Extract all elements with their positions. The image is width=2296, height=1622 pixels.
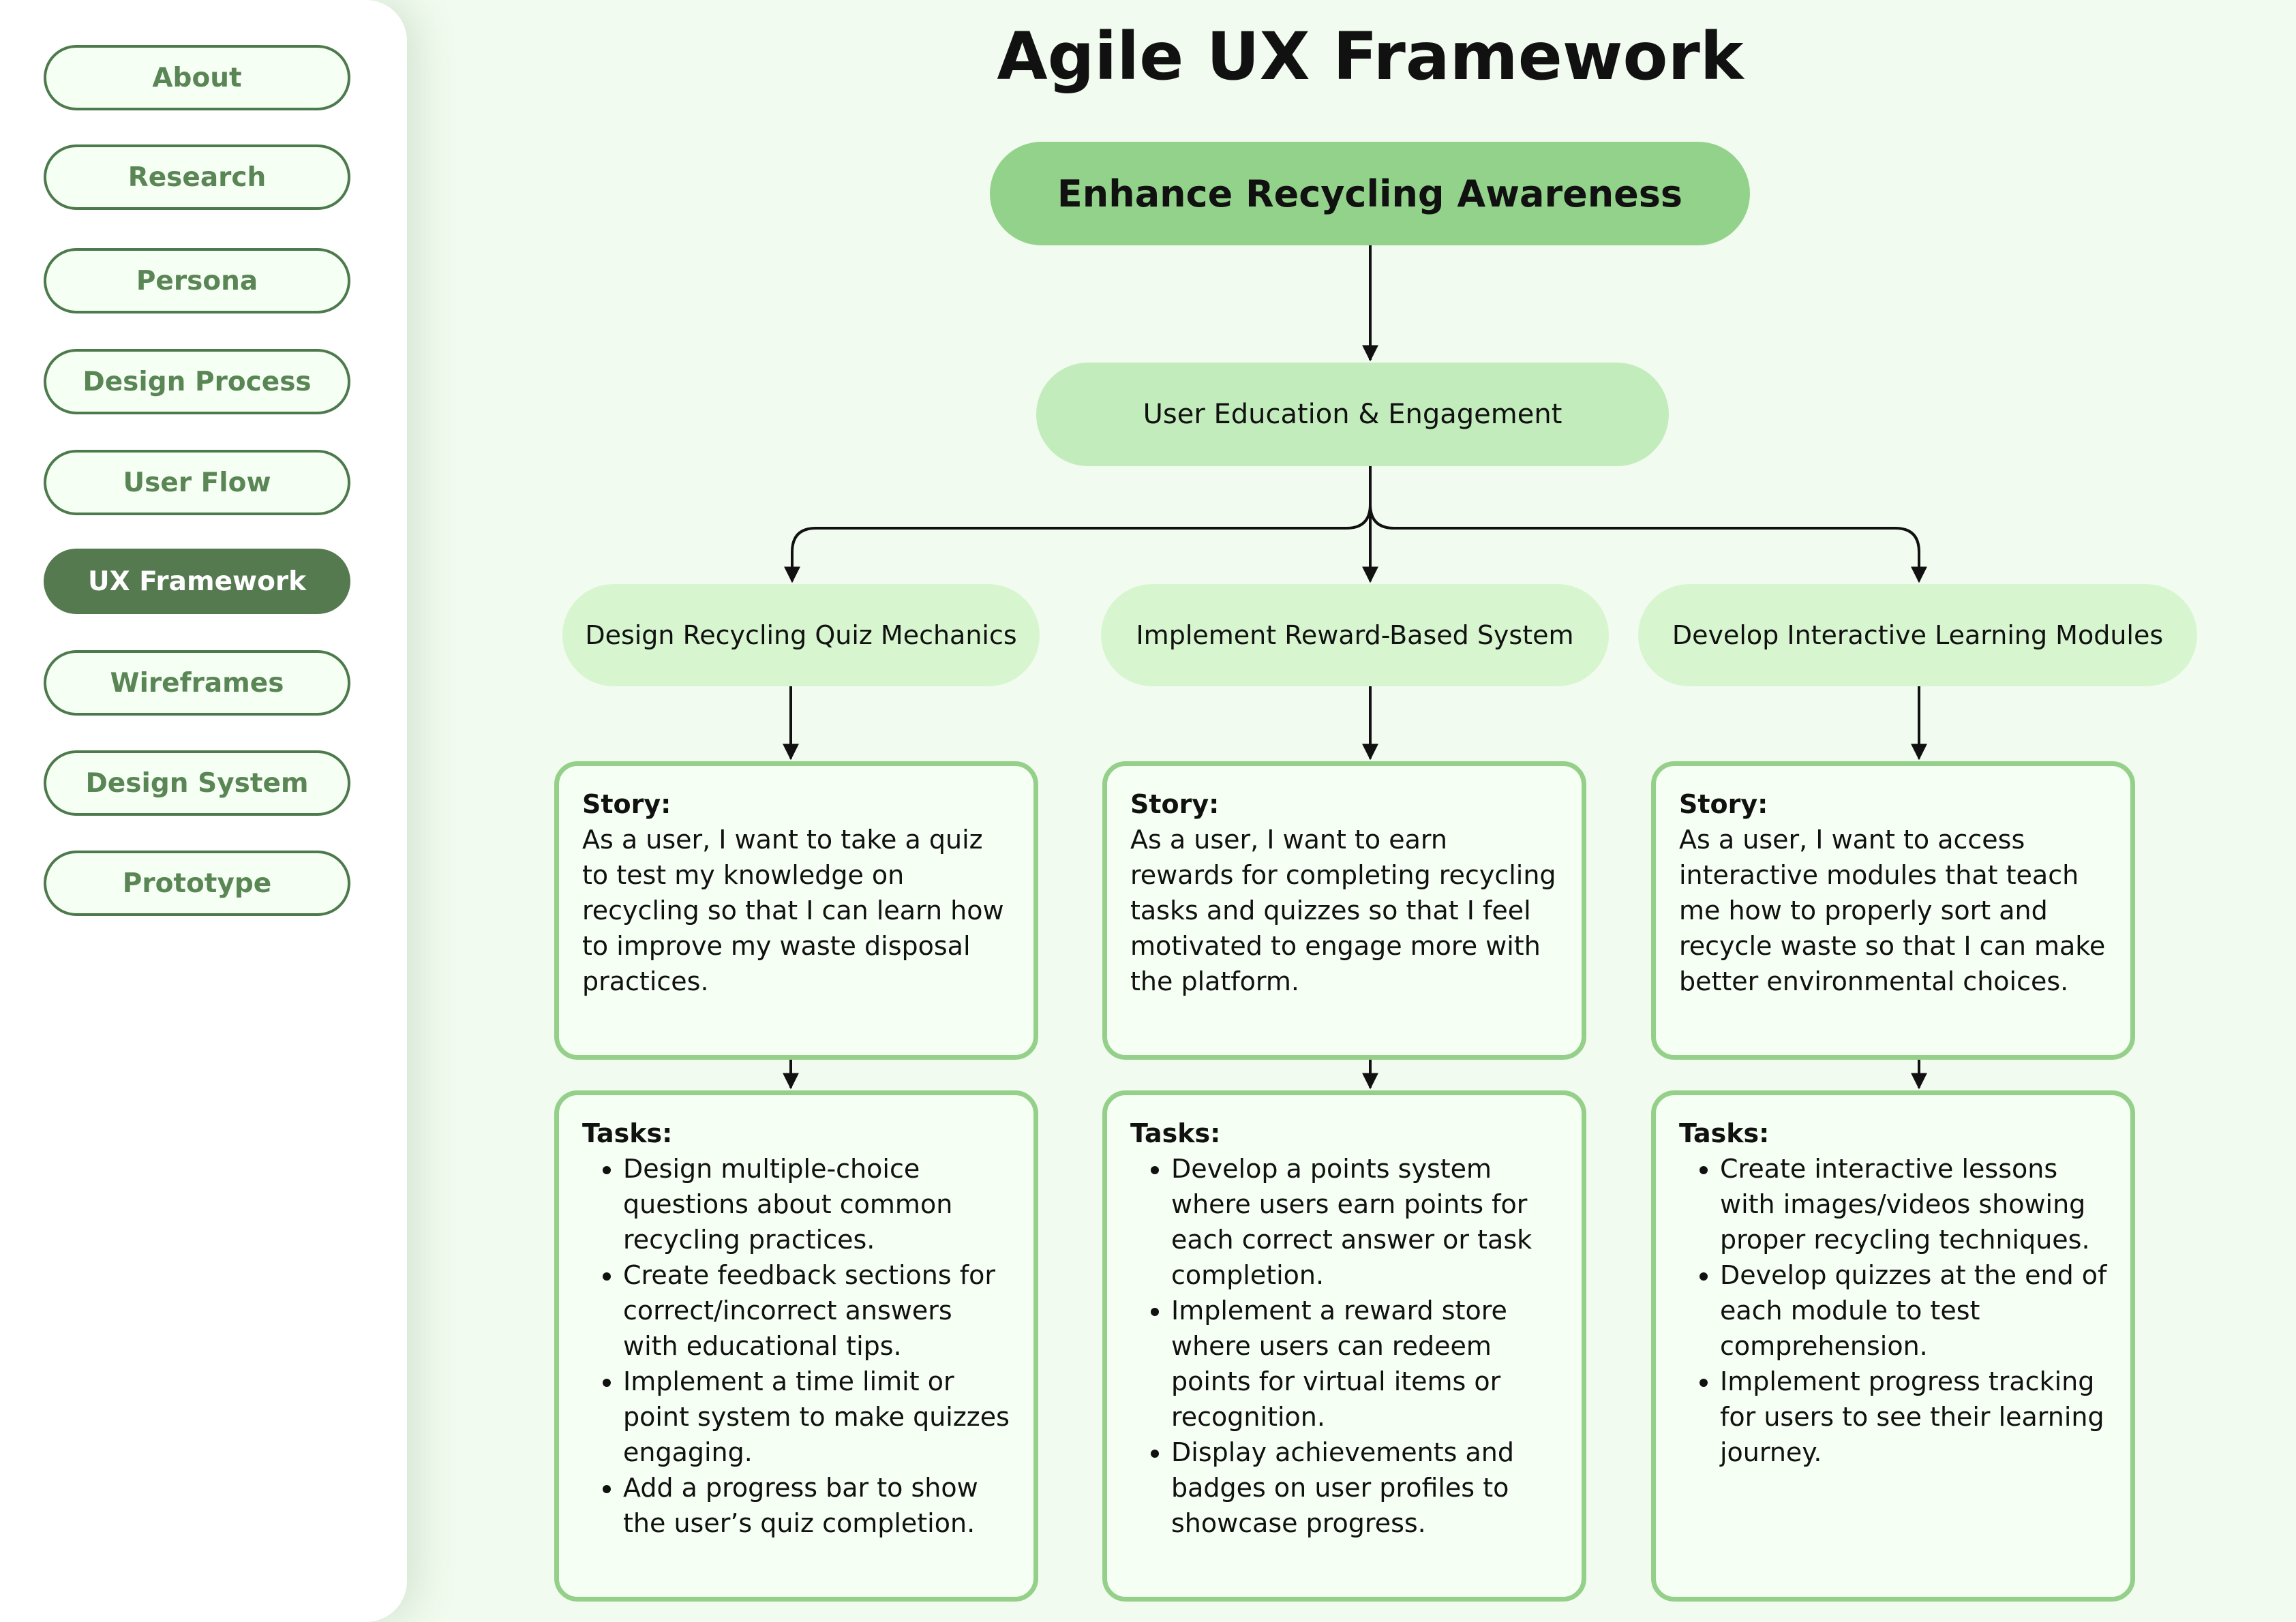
sidebar-item-research[interactable]: Research (44, 144, 350, 210)
task-list: Create interactive lessons with images/v… (1679, 1151, 2107, 1470)
epic-node-reward: Implement Reward-Based System (1101, 584, 1609, 686)
theme-node: User Education & Engagement (1036, 363, 1669, 466)
page-title: Agile UX Framework (997, 18, 1744, 95)
story-text: As a user, I want to access interactive … (1679, 825, 2106, 996)
sidebar-item-prototype[interactable]: Prototype (44, 851, 350, 916)
sidebar-item-about[interactable]: About (44, 45, 350, 110)
sidebar: About Research Persona Design Process Us… (0, 0, 407, 1622)
story-text: As a user, I want to earn rewards for co… (1130, 825, 1556, 996)
task-item: Implement a time limit or point system t… (623, 1364, 1010, 1470)
task-item: Add a progress bar to show the user’s qu… (623, 1470, 1010, 1541)
story-card-quiz: Story: As a user, I want to take a quiz … (554, 761, 1038, 1060)
tasks-heading: Tasks: (1130, 1118, 1221, 1148)
story-text: As a user, I want to take a quiz to test… (582, 825, 1004, 996)
tasks-card-reward: Tasks: Develop a points system where use… (1102, 1090, 1586, 1602)
tasks-card-quiz: Tasks: Design multiple-choice questions … (554, 1090, 1038, 1602)
story-card-reward: Story: As a user, I want to earn rewards… (1102, 761, 1586, 1060)
tasks-heading: Tasks: (1679, 1118, 1770, 1148)
theme-to-epic3-arrow (1369, 466, 1927, 583)
task-list: Develop a points system where users earn… (1130, 1151, 1558, 1541)
story-heading: Story: (1679, 789, 1768, 819)
tasks-heading: Tasks: (582, 1118, 673, 1148)
sidebar-item-design-system[interactable]: Design System (44, 750, 350, 816)
task-item: Implement a reward store where users can… (1171, 1293, 1558, 1435)
task-list: Design multiple-choice questions about c… (582, 1151, 1010, 1541)
epic-node-quiz: Design Recycling Quiz Mechanics (562, 584, 1040, 686)
sidebar-item-design-process[interactable]: Design Process (44, 349, 350, 414)
theme-to-epic1-arrow (784, 466, 1372, 583)
task-item: Create feedback sections for correct/inc… (623, 1257, 1010, 1364)
task-item: Display achievements and badges on user … (1171, 1435, 1558, 1541)
tasks-card-learning: Tasks: Create interactive lessons with i… (1651, 1090, 2135, 1602)
task-item: Design multiple-choice questions about c… (623, 1151, 1010, 1257)
story-card-learning: Story: As a user, I want to access inter… (1651, 761, 2135, 1060)
goal-node: Enhance Recycling Awareness (990, 142, 1750, 245)
story-heading: Story: (1130, 789, 1220, 819)
task-item: Develop a points system where users earn… (1171, 1151, 1558, 1293)
story-heading: Story: (582, 789, 671, 819)
sidebar-item-persona[interactable]: Persona (44, 248, 350, 313)
task-item: Implement progress tracking for users to… (1720, 1364, 2107, 1470)
task-item: Develop quizzes at the end of each modul… (1720, 1257, 2107, 1364)
sidebar-item-wireframes[interactable]: Wireframes (44, 650, 350, 716)
sidebar-item-user-flow[interactable]: User Flow (44, 450, 350, 515)
sidebar-item-ux-framework[interactable]: UX Framework (44, 549, 350, 614)
epic-node-learning: Develop Interactive Learning Modules (1638, 584, 2197, 686)
task-item: Create interactive lessons with images/v… (1720, 1151, 2107, 1257)
